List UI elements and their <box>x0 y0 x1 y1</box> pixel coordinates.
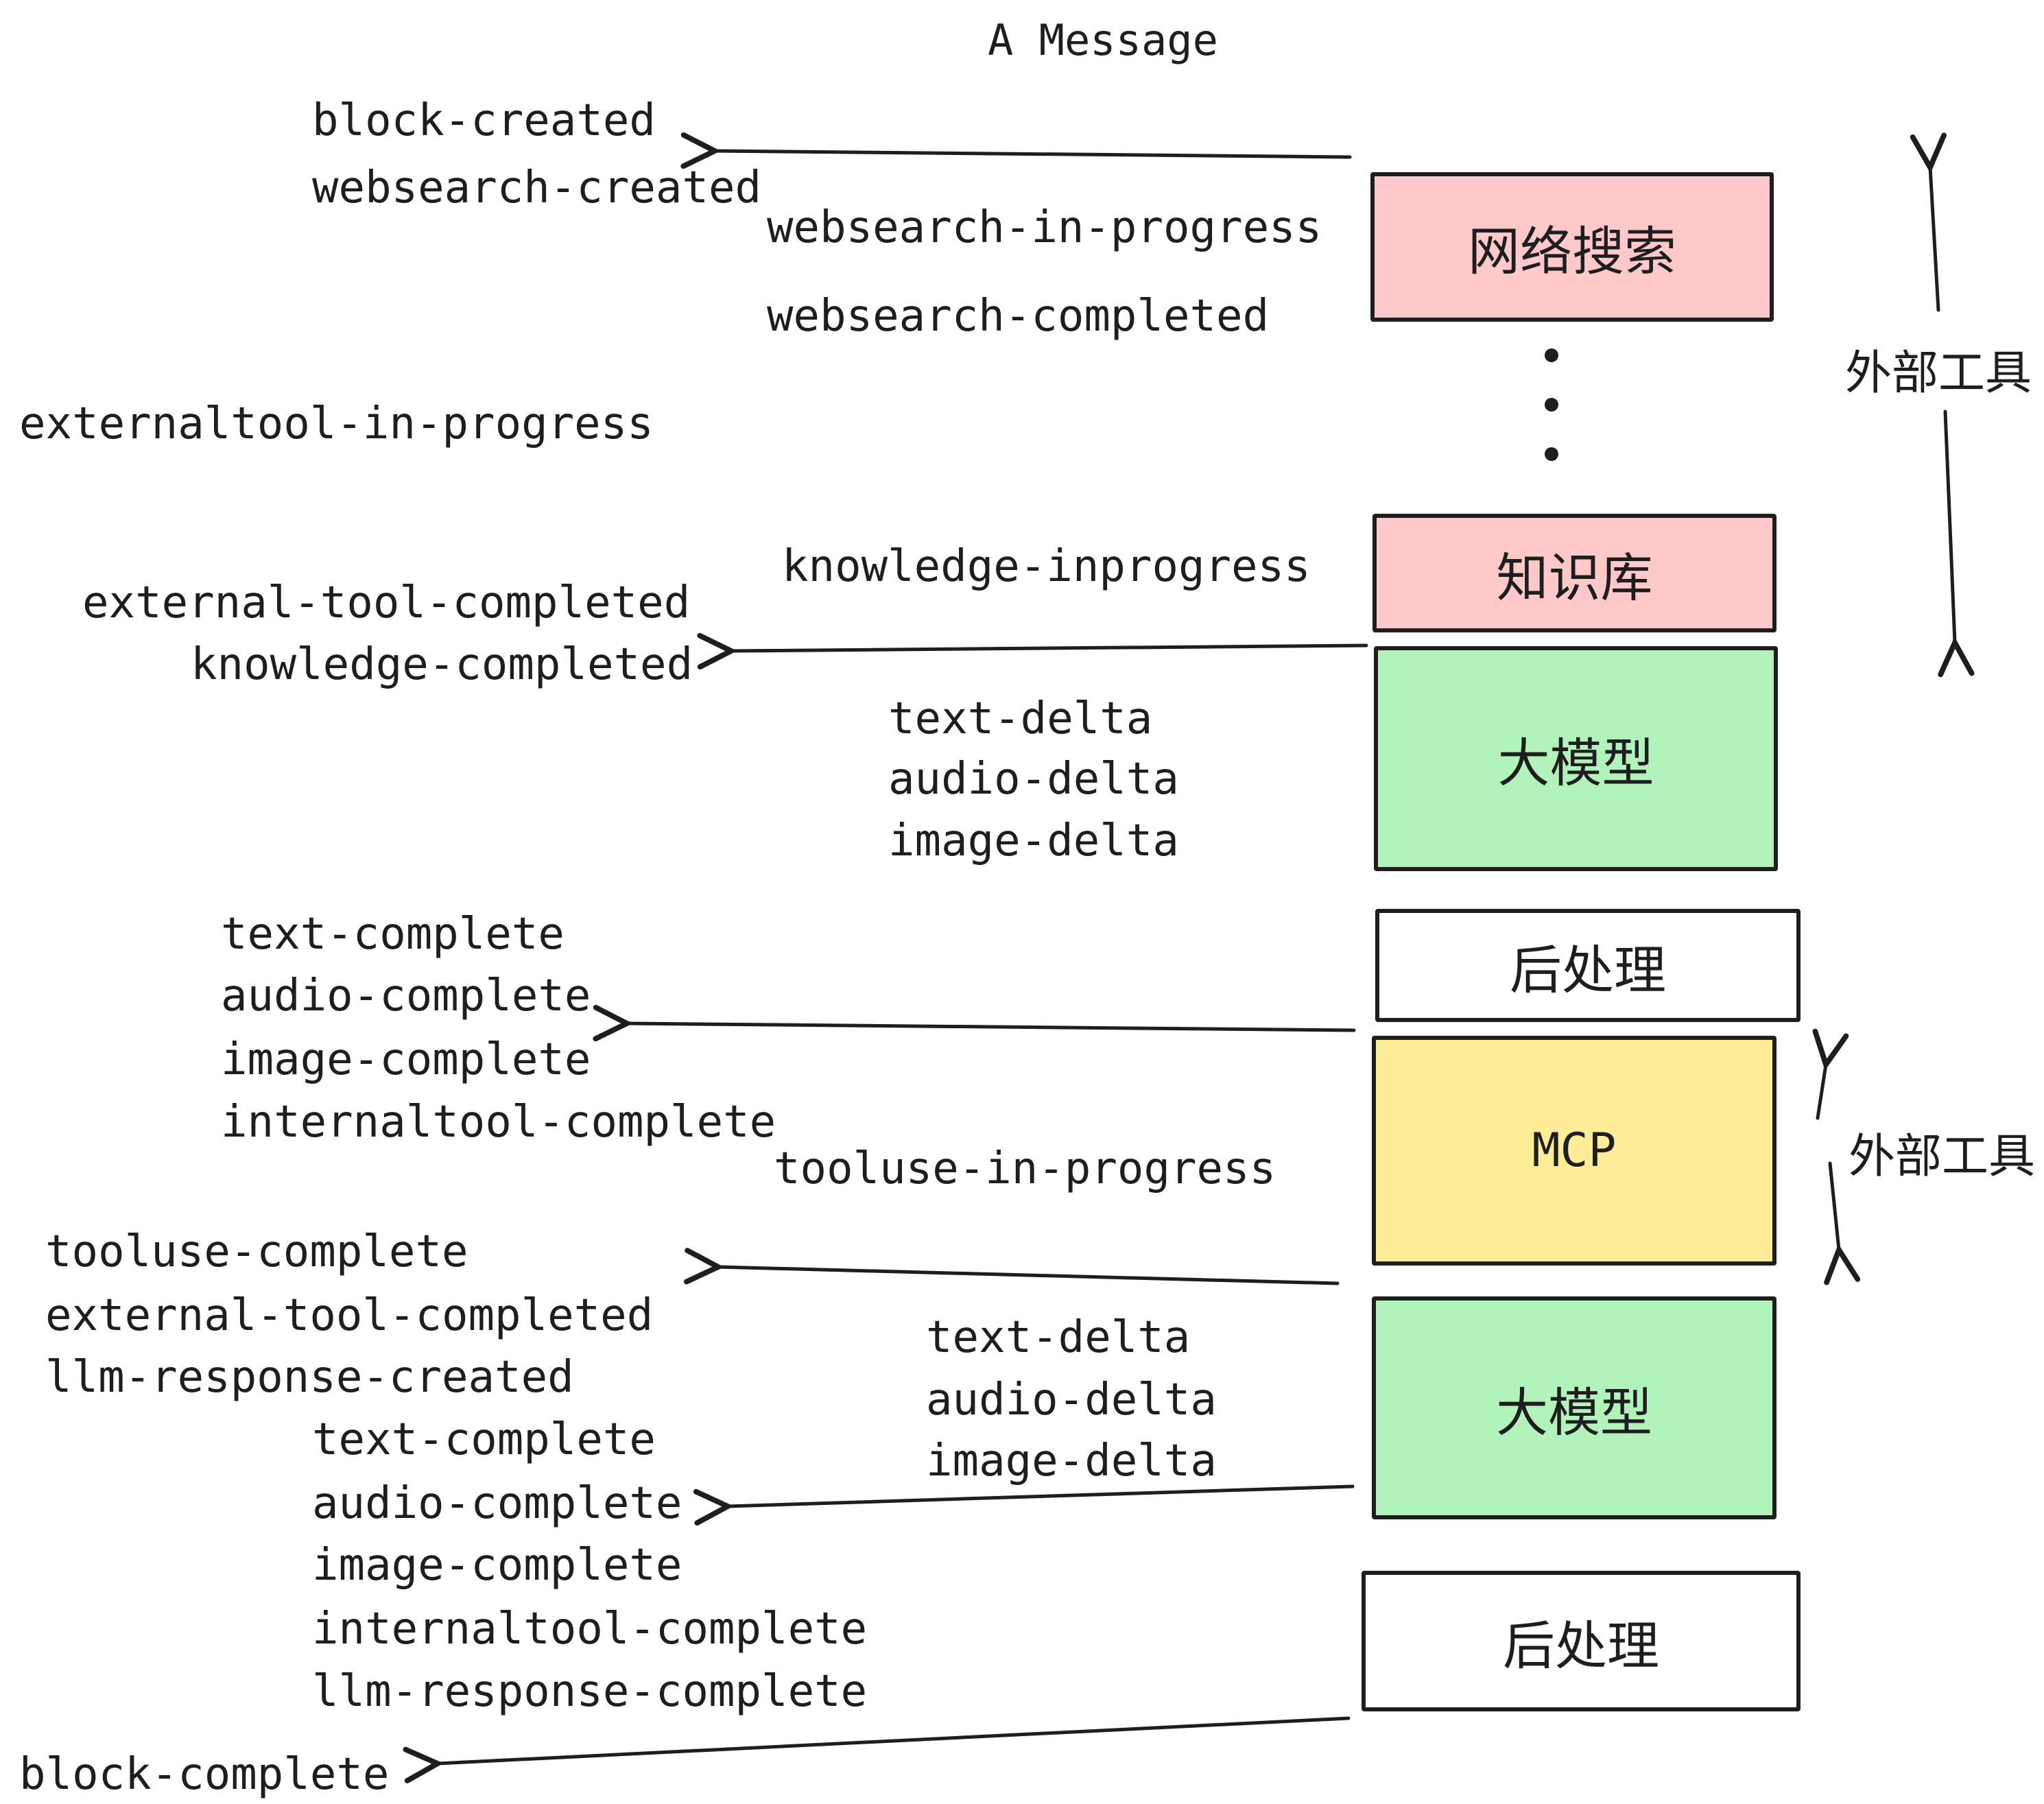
box-knowledge-label: 知识库 <box>1496 547 1653 608</box>
event-block-created: block-created <box>312 95 656 146</box>
box-postprocess-2-label: 后处理 <box>1503 1615 1659 1676</box>
arrow-postprocess-to-block-complete-icon <box>403 1716 1351 1783</box>
external-tools-mid-down-arrow-icon <box>1824 1161 1861 1285</box>
arrow-postprocess-to-image-complete-icon <box>593 1004 1356 1042</box>
event-text-delta-1: text-delta <box>888 693 1153 744</box>
event-internaltool-complete-1: internaltool-complete <box>221 1097 776 1148</box>
event-text-complete-2: text-complete <box>312 1414 656 1465</box>
event-text-delta-2: text-delta <box>926 1312 1191 1363</box>
event-knowledge-inprogress: knowledge-inprogress <box>782 541 1311 592</box>
external-tools-mid-up-arrow-icon <box>1812 1028 1849 1120</box>
box-knowledge: 知识库 <box>1372 514 1776 632</box>
event-externaltool-in-progress: externaltool-in-progress <box>19 399 654 449</box>
event-llm-response-created: llm-response-created <box>45 1352 574 1403</box>
external-tools-top-down-arrow-icon <box>1938 410 1975 678</box>
event-tooluse-complete: tooluse-complete <box>45 1226 468 1277</box>
event-external-tool-completed: external-tool-completed <box>82 578 691 628</box>
event-text-complete-1: text-complete <box>221 909 565 960</box>
dot-icon <box>1545 447 1558 461</box>
event-image-delta-2: image-delta <box>926 1436 1217 1486</box>
event-knowledge-completed: knowledge-completed <box>191 639 693 690</box>
event-websearch-in-progress: websearch-in-progress <box>767 202 1322 253</box>
event-audio-complete-1: audio-complete <box>221 971 591 1021</box>
event-websearch-created: websearch-created <box>312 163 762 213</box>
box-websearch: 网络搜索 <box>1370 172 1774 322</box>
dot-icon <box>1545 398 1558 412</box>
event-external-tool-completed-2: external-tool-completed <box>45 1290 654 1341</box>
dot-icon <box>1545 348 1558 362</box>
box-postprocess-1-label: 后处理 <box>1510 939 1666 1001</box>
event-audio-complete-2: audio-complete <box>312 1478 682 1529</box>
box-llm-1: 大模型 <box>1374 646 1778 871</box>
box-postprocess-1: 后处理 <box>1375 909 1801 1022</box>
event-image-complete-1: image-complete <box>221 1034 591 1085</box>
box-mcp-label: MCP <box>1532 1124 1617 1178</box>
arrow-websearch-to-block-created-icon <box>680 132 1352 169</box>
event-image-complete-2: image-complete <box>312 1540 682 1591</box>
event-internaltool-complete-2: internaltool-complete <box>312 1604 868 1654</box>
event-tooluse-in-progress: tooluse-in-progress <box>774 1143 1276 1194</box>
box-llm-2: 大模型 <box>1372 1296 1776 1519</box>
ellipsis-dots <box>1545 348 1558 461</box>
box-websearch-label: 网络搜索 <box>1468 221 1676 282</box>
external-tools-label-top: 外部工具 <box>1845 346 2032 401</box>
event-block-complete: block-complete <box>19 1749 390 1800</box>
external-tools-top-up-arrow-icon <box>1910 132 1947 312</box>
box-postprocess-2: 后处理 <box>1362 1571 1801 1711</box>
event-websearch-completed: websearch-completed <box>767 291 1270 342</box>
arrow-mcp-to-tooluse-complete-icon <box>684 1248 1340 1285</box>
page-title: A Message <box>988 15 1218 65</box>
box-llm-2-label: 大模型 <box>1496 1381 1652 1443</box>
event-image-delta-1: image-delta <box>888 816 1179 866</box>
box-mcp: MCP <box>1372 1036 1776 1266</box>
event-audio-delta-2: audio-delta <box>926 1375 1217 1425</box>
arrow-knowledge-to-knowledge-completed-icon <box>697 632 1368 670</box>
external-tools-label-mid: 外部工具 <box>1849 1130 2036 1184</box>
event-audio-delta-1: audio-delta <box>888 754 1179 805</box>
event-llm-response-complete: llm-response-complete <box>312 1666 868 1717</box>
box-llm-1-label: 大模型 <box>1497 733 1654 794</box>
arrow-llm-to-audio-complete-icon <box>693 1484 1355 1526</box>
